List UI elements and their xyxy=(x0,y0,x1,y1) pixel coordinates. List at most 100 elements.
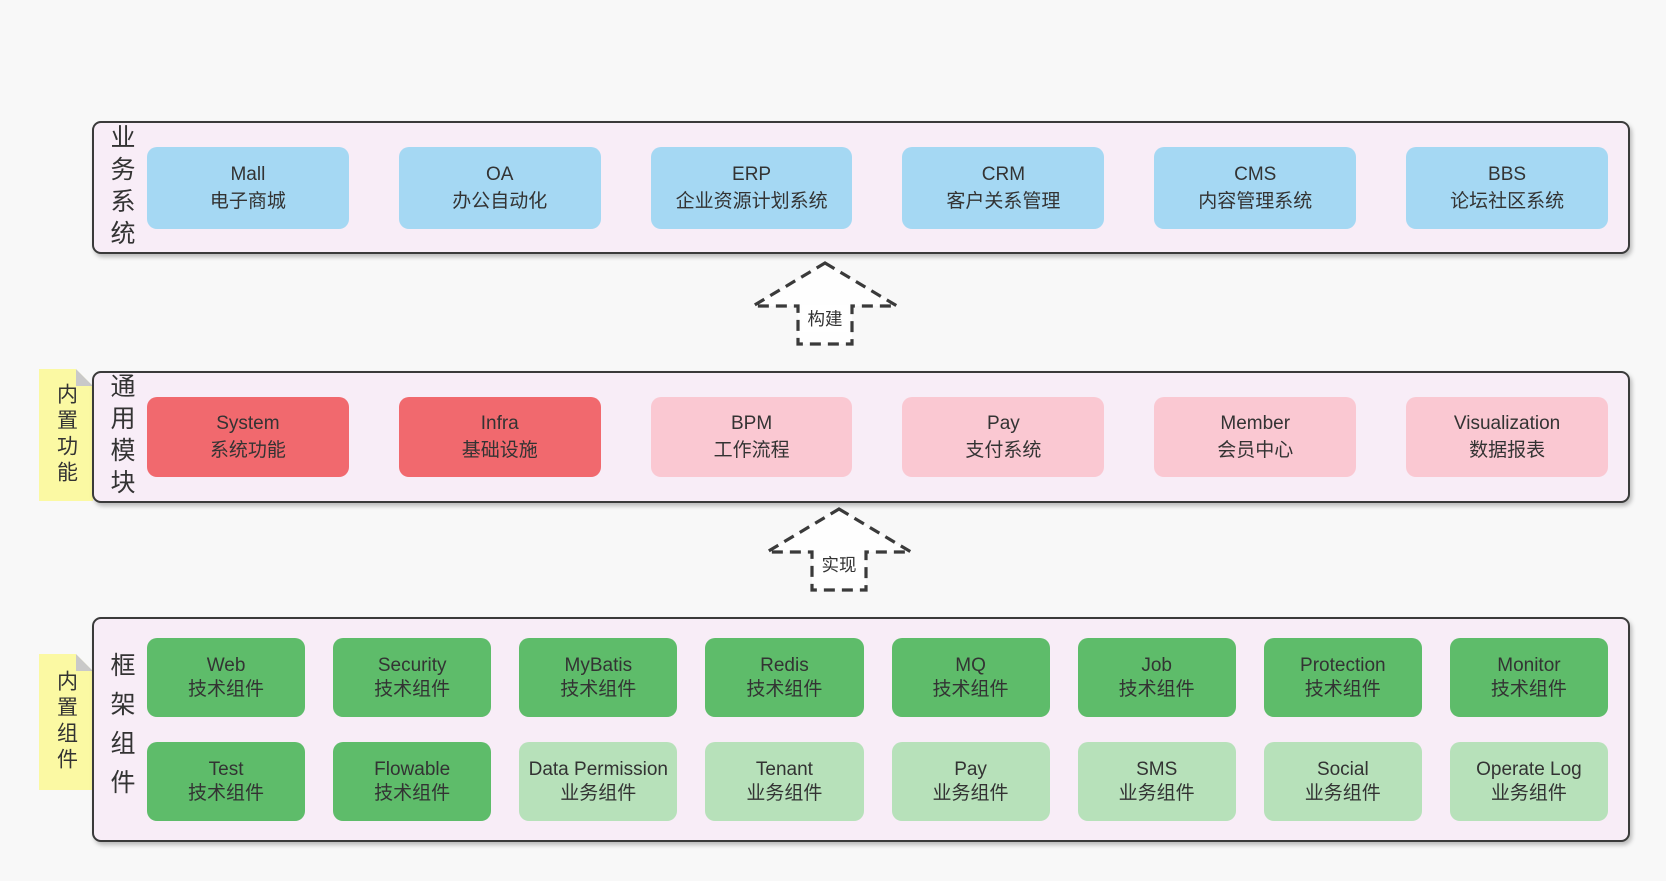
box-title: MyBatis xyxy=(564,654,633,676)
box-subtitle: 技术组件 xyxy=(188,782,265,804)
box-subtitle: 企业资源计划系统 xyxy=(675,190,828,212)
box-redis: Redis 技术组件 xyxy=(705,638,864,717)
box-subtitle: 技术组件 xyxy=(374,678,451,700)
business-box-grid: Mall 电子商城 OA 办公自动化 ERP 企业资源计划系统 CRM 客户关系… xyxy=(147,146,1608,229)
layer-components-label: 框架组件 xyxy=(107,651,135,808)
box-title: Social xyxy=(1316,758,1369,780)
layer-business-systems: 业务系统 Mall 电子商城 OA 办公自动化 ERP 企业资源计划系统 CRM… xyxy=(92,121,1630,254)
box-subtitle: 系统功能 xyxy=(209,440,286,461)
box-bbs: BBS 论坛社区系统 xyxy=(1406,146,1608,229)
box-subtitle: 数据报表 xyxy=(1469,440,1546,461)
box-cms: CMS 内容管理系统 xyxy=(1154,146,1357,229)
sticky-note-builtin-features: 内置功能 xyxy=(39,369,93,501)
box-subtitle: 技术组件 xyxy=(560,678,637,700)
layer-common-modules: 通用模块 System 系统功能 Infra 基础设施 BPM 工作流程 Pay… xyxy=(92,371,1630,503)
box-subtitle: 工作流程 xyxy=(713,440,790,461)
box-title: ERP xyxy=(732,163,772,185)
box-title: Monitor xyxy=(1497,654,1561,676)
box-subtitle: 技术组件 xyxy=(374,782,451,804)
box-bpm: BPM 工作流程 xyxy=(650,397,853,477)
box-subtitle: 客户关系管理 xyxy=(946,190,1061,212)
box-test: Test 技术组件 xyxy=(147,742,306,821)
box-job: Job 技术组件 xyxy=(1077,638,1236,717)
box-web: Web 技术组件 xyxy=(147,638,306,717)
arrow-shape xyxy=(749,261,901,346)
box-data-permission: Data Permission 业务组件 xyxy=(519,742,678,821)
box-subtitle: 技术组件 xyxy=(746,678,823,700)
box-social: Social 业务组件 xyxy=(1263,742,1422,821)
box-mall: Mall 电子商城 xyxy=(147,146,349,229)
components-box-grid: Web 技术组件 Security 技术组件 MyBatis 技术组件 Redi… xyxy=(147,638,1608,821)
box-title: Tenant xyxy=(755,758,813,780)
layer-modules-label: 通用模块 xyxy=(107,373,135,501)
box-subtitle: 论坛社区系统 xyxy=(1450,190,1565,212)
arrow-shape xyxy=(763,507,915,592)
box-crm: CRM 客户关系管理 xyxy=(902,146,1105,229)
box-oa: OA 办公自动化 xyxy=(398,146,601,229)
box-title: Pay xyxy=(954,758,987,780)
box-title: OA xyxy=(486,163,514,185)
box-title: MQ xyxy=(955,654,986,676)
box-title: Operate Log xyxy=(1476,758,1582,780)
box-tenant: Tenant 业务组件 xyxy=(705,742,864,821)
box-security: Security 技术组件 xyxy=(333,638,492,717)
build-arrow-icon: 构建 xyxy=(749,261,901,346)
box-system: System 系统功能 xyxy=(147,397,349,477)
box-title: Protection xyxy=(1300,654,1386,676)
box-title: Infra xyxy=(480,413,519,434)
box-title: Mall xyxy=(230,163,266,185)
box-title: Redis xyxy=(760,654,809,676)
arrow-label-bg xyxy=(802,305,848,332)
box-title: Visualization xyxy=(1453,413,1561,434)
box-subtitle: 业务组件 xyxy=(746,782,823,804)
note-text: 内置组件 xyxy=(54,670,78,774)
note-fold-icon xyxy=(76,369,93,386)
note-text: 内置功能 xyxy=(54,383,78,487)
box-mybatis: MyBatis 技术组件 xyxy=(519,638,678,717)
box-title: Pay xyxy=(987,413,1020,434)
box-subtitle: 技术组件 xyxy=(1490,678,1567,700)
arrow-label-bg xyxy=(816,551,862,578)
box-subtitle: 业务组件 xyxy=(1304,782,1381,804)
box-subtitle: 内容管理系统 xyxy=(1198,190,1313,212)
arrow-build-label: 构建 xyxy=(808,309,843,329)
box-subtitle: 业务组件 xyxy=(1118,782,1195,804)
box-subtitle: 技术组件 xyxy=(1118,678,1195,700)
box-title: CRM xyxy=(981,163,1026,185)
box-title: CMS xyxy=(1234,163,1277,185)
implement-arrow-icon: 实现 xyxy=(763,507,915,592)
box-mq: MQ 技术组件 xyxy=(891,638,1050,717)
box-protection: Protection 技术组件 xyxy=(1263,638,1422,717)
box-title: Data Permission xyxy=(528,758,668,780)
box-visualization: Visualization 数据报表 xyxy=(1406,397,1608,477)
box-subtitle: 支付系统 xyxy=(965,440,1042,461)
box-subtitle: 业务组件 xyxy=(560,782,637,804)
box-subtitle: 业务组件 xyxy=(932,782,1009,804)
box-operate-log: Operate Log 业务组件 xyxy=(1449,742,1608,821)
box-subtitle: 技术组件 xyxy=(1304,678,1381,700)
layer-business-label: 业务系统 xyxy=(107,123,135,252)
modules-box-grid: System 系统功能 Infra 基础设施 BPM 工作流程 Pay 支付系统… xyxy=(147,397,1608,477)
box-title: Member xyxy=(1220,413,1291,434)
box-subtitle: 基础设施 xyxy=(461,440,538,461)
box-title: Job xyxy=(1141,654,1172,676)
box-subtitle: 电子商城 xyxy=(209,190,286,212)
box-pay: Pay 支付系统 xyxy=(902,397,1105,477)
box-subtitle: 会员中心 xyxy=(1217,440,1294,461)
box-title: BBS xyxy=(1488,163,1527,185)
box-subtitle: 业务组件 xyxy=(1490,782,1567,804)
box-subtitle: 技术组件 xyxy=(932,678,1009,700)
box-subtitle: 办公自动化 xyxy=(452,190,548,212)
note-fold-icon xyxy=(76,654,93,671)
box-subtitle: 技术组件 xyxy=(188,678,265,700)
box-monitor: Monitor 技术组件 xyxy=(1449,638,1608,717)
box-title: System xyxy=(216,413,280,434)
box-sms: SMS 业务组件 xyxy=(1077,742,1236,821)
box-member: Member 会员中心 xyxy=(1154,397,1357,477)
box-title: SMS xyxy=(1136,758,1178,780)
sticky-note-builtin-components: 内置组件 xyxy=(39,654,93,790)
box-title: BPM xyxy=(730,413,773,434)
box-pay-biz: Pay 业务组件 xyxy=(891,742,1050,821)
box-title: Security xyxy=(377,654,447,676)
box-erp: ERP 企业资源计划系统 xyxy=(650,146,853,229)
